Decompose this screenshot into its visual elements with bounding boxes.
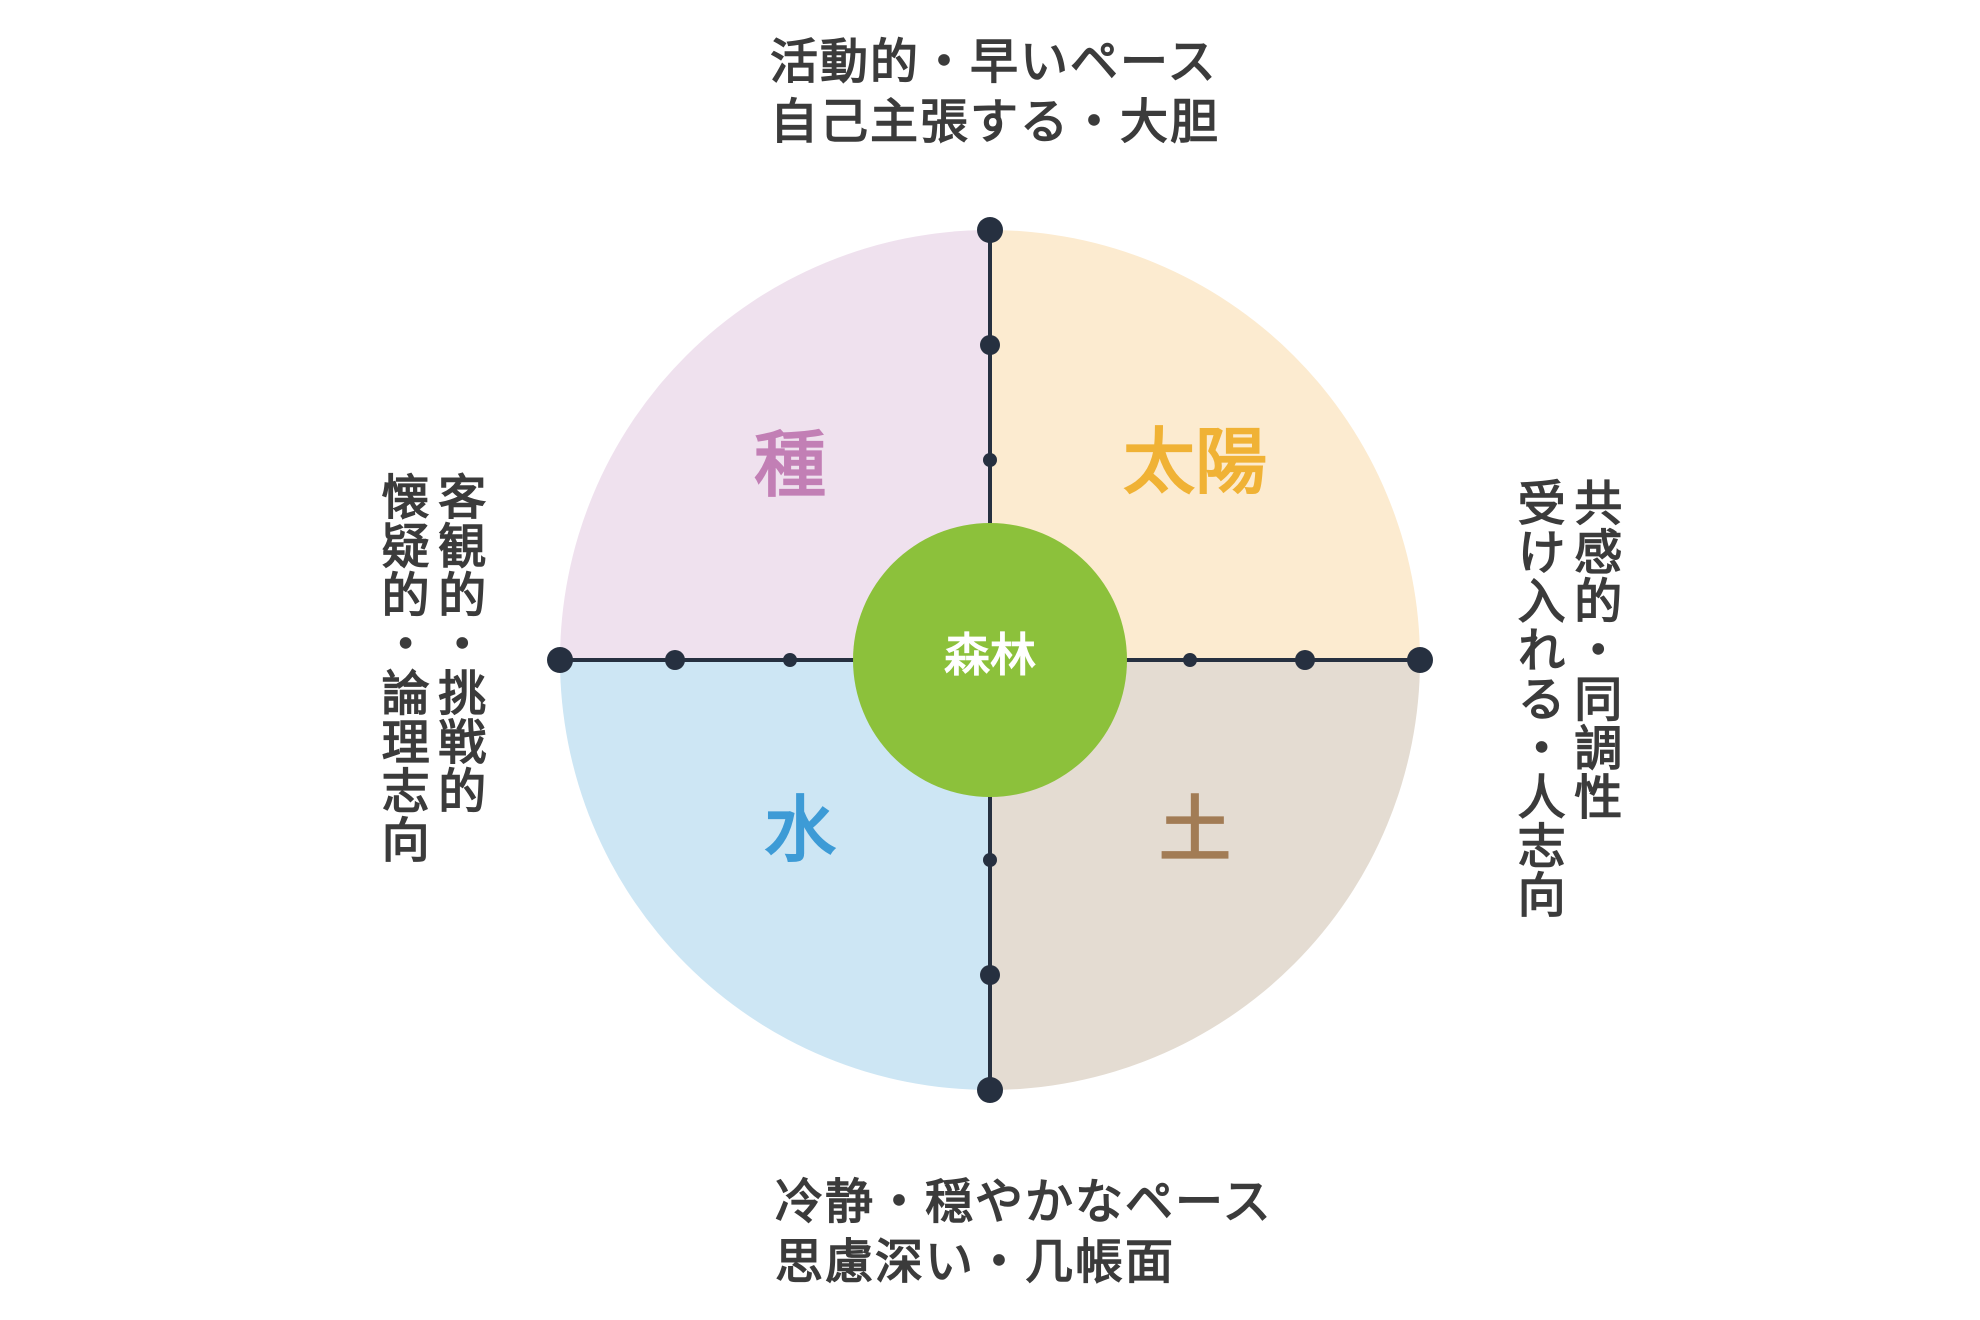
axis-dot-left-1 xyxy=(547,647,573,673)
right-label-line-2: 受け入れる・人志向 xyxy=(1508,478,1565,919)
axis-dot-left-2 xyxy=(665,650,685,670)
top-axis-label: 活動的・早いペース 自己主張する・大胆 xyxy=(770,32,1220,152)
axis-dot-right-3 xyxy=(1183,653,1197,667)
axis-dot-top-3 xyxy=(983,453,997,467)
quadrant-label-water: 水 xyxy=(764,788,837,872)
quadrant-earth xyxy=(990,660,1420,1090)
quadrant-seed xyxy=(560,230,990,660)
quadrant-sun xyxy=(990,230,1420,660)
quadrant-label-sun: 太陽 xyxy=(1123,420,1267,504)
axis-dot-right-2 xyxy=(1295,650,1315,670)
left-axis-label: 客観的・挑戦的 懐疑的・論理志向 xyxy=(372,472,486,932)
left-label-line-2: 懐疑的・論理志向 xyxy=(372,472,429,864)
top-label-line-1: 活動的・早いペース xyxy=(770,34,1218,90)
right-axis-label: 共感的・同調性 受け入れる・人志向 xyxy=(1508,478,1622,938)
axis-dot-top-1 xyxy=(977,217,1003,243)
bottom-label-line-1: 冷静・穏やかなペース xyxy=(775,1174,1273,1230)
bottom-label-line-2: 思慮深い・几帳面 xyxy=(775,1234,1176,1290)
quadrant-label-seed: 種 xyxy=(754,423,826,507)
axis-dot-bottom-1 xyxy=(977,1077,1003,1103)
axis-dot-top-2 xyxy=(980,335,1000,355)
axis-dot-left-3 xyxy=(783,653,797,667)
axis-dot-bottom-2 xyxy=(980,965,1000,985)
center-circle xyxy=(853,523,1127,797)
top-label-line-2: 自己主張する・大胆 xyxy=(770,94,1221,150)
center-label-forest: 森林 xyxy=(944,628,1036,682)
axis-dot-bottom-3 xyxy=(983,853,997,867)
right-label-line-1: 共感的・同調性 xyxy=(1565,478,1622,821)
axis-markers xyxy=(547,217,1433,1103)
quadrant-water xyxy=(560,660,990,1090)
bottom-axis-label: 冷静・穏やかなペース 思慮深い・几帳面 xyxy=(775,1172,1273,1292)
quadrant-label-earth: 土 xyxy=(1159,788,1231,872)
axis-dot-right-1 xyxy=(1407,647,1433,673)
left-label-line-1: 客観的・挑戦的 xyxy=(429,472,486,815)
